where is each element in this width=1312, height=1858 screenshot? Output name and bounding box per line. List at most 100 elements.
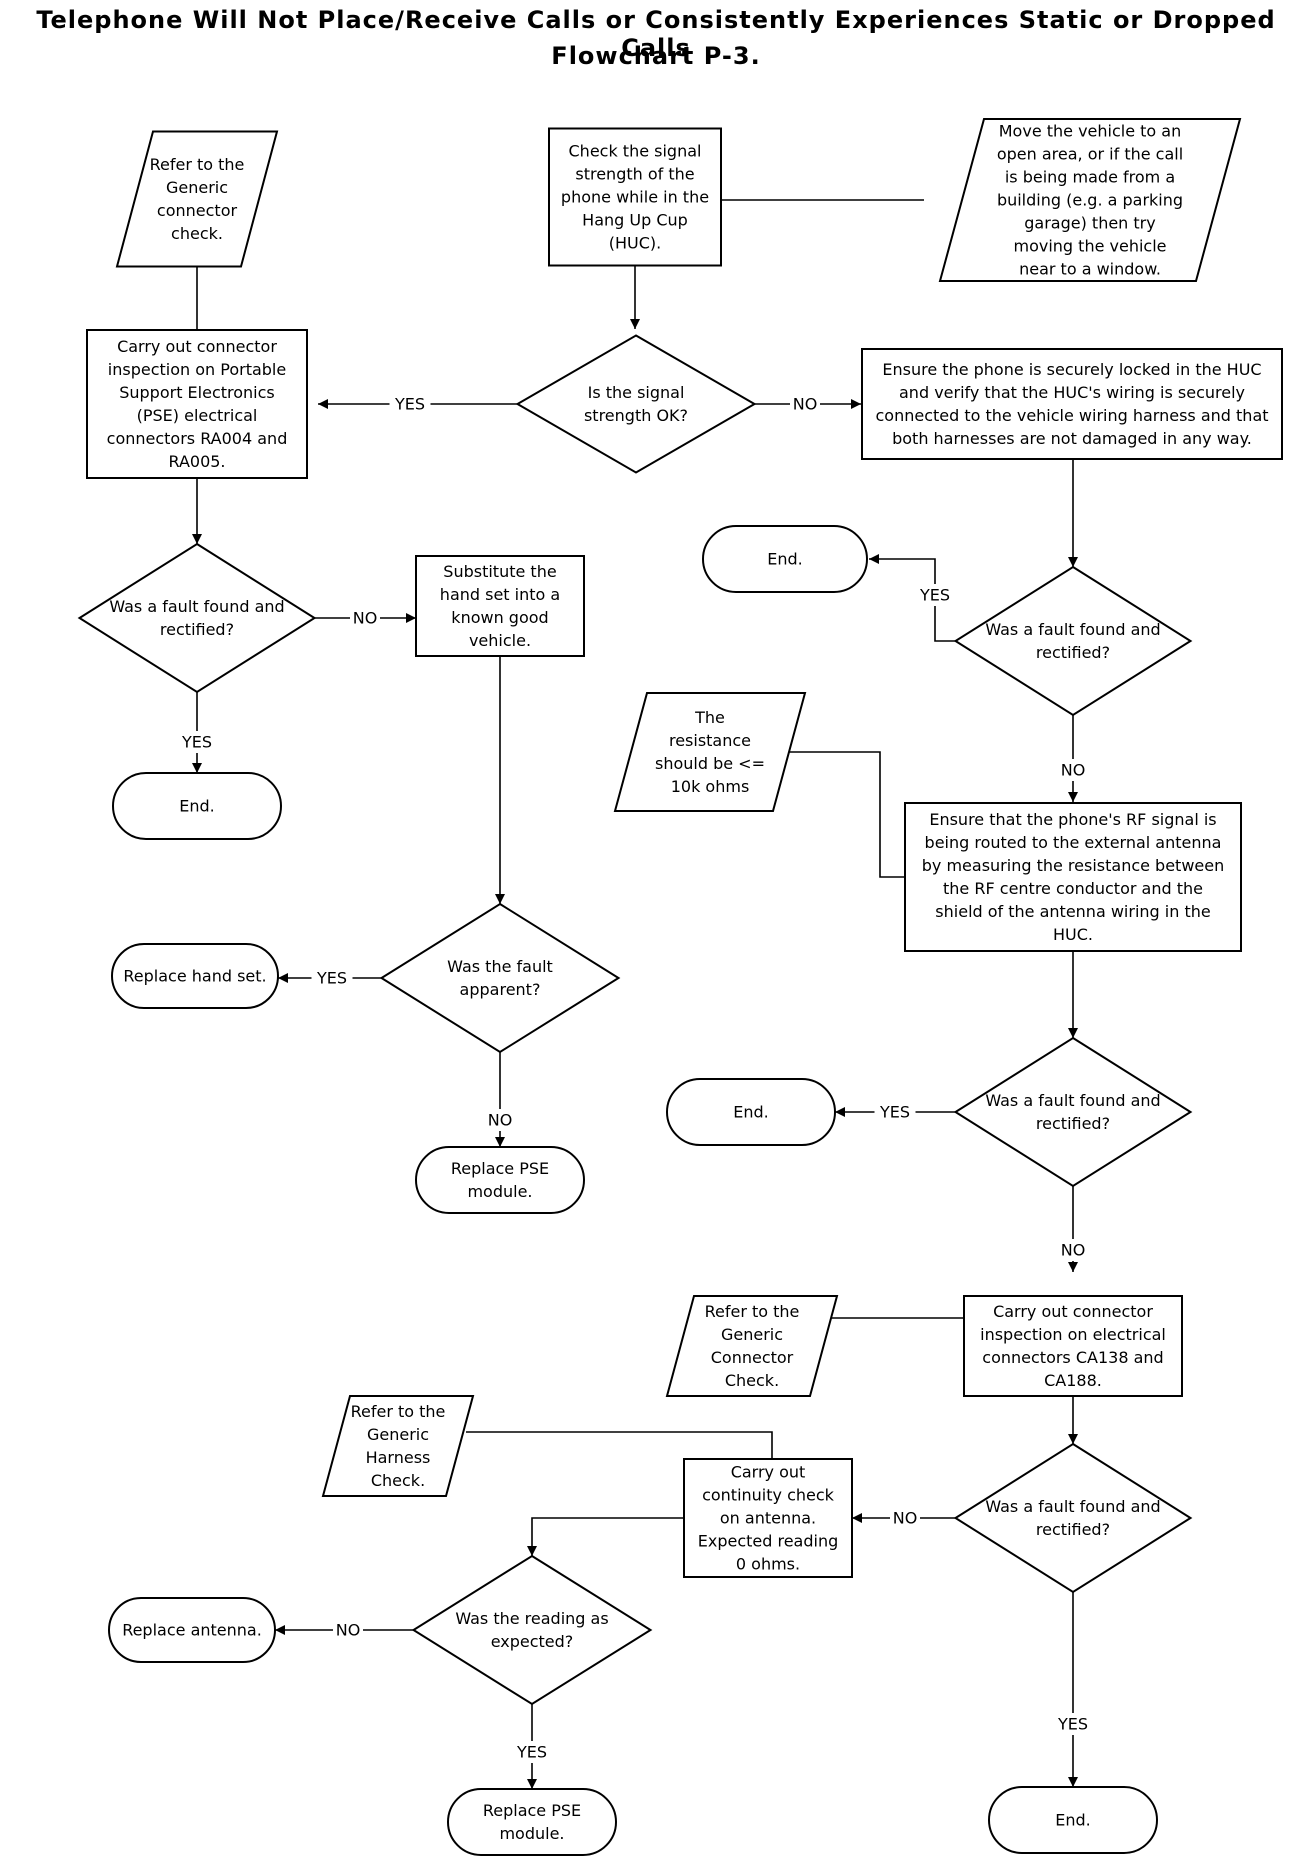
node-text: rectified? <box>160 620 234 639</box>
edge-label-right2-no: NO <box>1058 1239 1088 1261</box>
node-text: Check the signal <box>569 142 702 161</box>
node-text: Connector <box>711 1348 794 1367</box>
edge-label-left-fault-yes: YES <box>176 731 218 753</box>
edge-label-text: YES <box>879 1103 910 1122</box>
flowchart-shapes: Check the signal strength of the phone whi… <box>77 118 1283 1856</box>
connector-line <box>527 1517 684 1556</box>
node-text: on antenna. <box>720 1509 816 1528</box>
page-subtitle: Flowchart P-3. <box>551 42 761 70</box>
node-text: (PSE) electrical <box>137 406 258 425</box>
node-text: (HUC). <box>609 234 661 253</box>
node-text: Support Electronics <box>119 383 275 402</box>
edge-label-right3-yes: YES <box>1052 1713 1094 1735</box>
node-text: The <box>694 708 725 727</box>
node-text: expected? <box>491 1632 574 1651</box>
end-terminal: End. <box>666 1078 836 1146</box>
node-text: HUC. <box>1053 925 1093 944</box>
edge-label-text: YES <box>1057 1715 1088 1734</box>
node-text: known good <box>451 608 548 627</box>
node-text: connector <box>157 201 238 220</box>
node-text: inspection on electrical <box>980 1325 1166 1344</box>
replace-handset-terminal: Replace hand set. <box>111 943 279 1009</box>
node-text: phone while in the <box>561 188 709 207</box>
node-text: Carry out <box>731 1463 806 1482</box>
edge-label-text: NO <box>488 1111 513 1130</box>
edge-label-text: NO <box>1061 761 1086 780</box>
node-text: Replace PSE <box>451 1159 549 1178</box>
node-text: Carry out connector <box>993 1302 1153 1321</box>
node-text: by measuring the resistance between <box>922 856 1225 875</box>
node-text: is being made from a <box>1005 168 1175 187</box>
node-text: shield of the antenna wiring in the <box>935 902 1210 921</box>
node-text: Is the signal <box>588 383 685 402</box>
node-text: open area, or if the call <box>997 145 1183 164</box>
edge-label-right2-yes: YES <box>874 1101 916 1123</box>
edge-label-signal-yes: YES <box>389 393 431 415</box>
node-text: hand set into a <box>440 585 560 604</box>
node-text: rectified? <box>1036 1520 1110 1539</box>
node-text: Was a fault found and <box>985 1091 1160 1110</box>
node-text: connected to the vehicle wiring harness … <box>875 406 1268 425</box>
node-text: Was the reading as <box>455 1609 608 1628</box>
node-text: Check. <box>725 1371 779 1390</box>
fault-found-decision: Was a fault found and rectified? <box>953 1036 1193 1188</box>
edge-label-text: NO <box>336 1621 361 1640</box>
edge-label-reading-yes: YES <box>511 1741 553 1763</box>
node-text: garage) then try <box>1024 214 1155 233</box>
edge-label-right1-yes: YES <box>914 584 956 606</box>
node-text: check. <box>171 224 223 243</box>
edge-label-text: NO <box>793 395 818 414</box>
node-text: End. <box>1055 1811 1091 1830</box>
node-text: should be <= <box>655 754 765 773</box>
connector-line <box>466 1431 773 1459</box>
page-title: Telephone Will Not Place/Receive Calls o… <box>36 6 1276 62</box>
node-text: vehicle. <box>469 631 531 650</box>
node-text: strength of the <box>575 165 694 184</box>
node-text: building (e.g. a parking <box>997 191 1183 210</box>
node-text: Was a fault found and <box>985 1497 1160 1516</box>
node-text: Move the vehicle to an <box>999 122 1182 141</box>
node-text: apparent? <box>460 980 541 999</box>
edge-label-reading-no: NO <box>333 1619 363 1641</box>
node-text: Refer to the <box>150 155 245 174</box>
node-text: rectified? <box>1036 1114 1110 1133</box>
move-vehicle-note: Move the vehicle to an open area, or if t… <box>938 118 1242 282</box>
node-text: Replace antenna. <box>122 1621 262 1640</box>
edge-label-signal-no: NO <box>790 393 820 415</box>
node-text: near to a window. <box>1019 260 1161 279</box>
node-text: Refer to the <box>351 1402 446 1421</box>
edge-label-right1-no: NO <box>1058 759 1088 781</box>
end-terminal: End. <box>702 525 868 593</box>
fault-found-decision: Was a fault found and rectified? <box>953 1442 1193 1594</box>
edge-label-text: YES <box>316 969 347 988</box>
node-text: Harness <box>366 1448 431 1467</box>
node-text: RA005. <box>168 452 225 471</box>
node-text: Carry out connector <box>117 337 277 356</box>
node-text: Ensure that the phone's RF signal is <box>929 810 1216 829</box>
node-text: Hang Up Cup <box>582 211 688 230</box>
node-text: Ensure the phone is securely locked in t… <box>882 360 1261 379</box>
node-text: Replace PSE <box>483 1801 581 1820</box>
node-text: Expected reading <box>698 1532 839 1551</box>
node-text: End. <box>733 1103 769 1122</box>
node-text: resistance <box>669 731 751 750</box>
replace-antenna-terminal: Replace antenna. <box>108 1597 276 1663</box>
edge-label-left-fault-no: NO <box>350 607 380 629</box>
node-text: Was the fault <box>447 957 553 976</box>
edge-label-text: YES <box>394 395 425 414</box>
node-text: module. <box>467 1182 532 1201</box>
node-text: Check. <box>371 1471 425 1490</box>
ca-connector-inspection-process: Carry out connector inspection on electri… <box>963 1295 1183 1397</box>
fault-apparent-decision: Was the fault apparent? <box>379 902 621 1054</box>
node-text: 10k ohms <box>671 777 750 796</box>
edge-label-text: YES <box>181 733 212 752</box>
